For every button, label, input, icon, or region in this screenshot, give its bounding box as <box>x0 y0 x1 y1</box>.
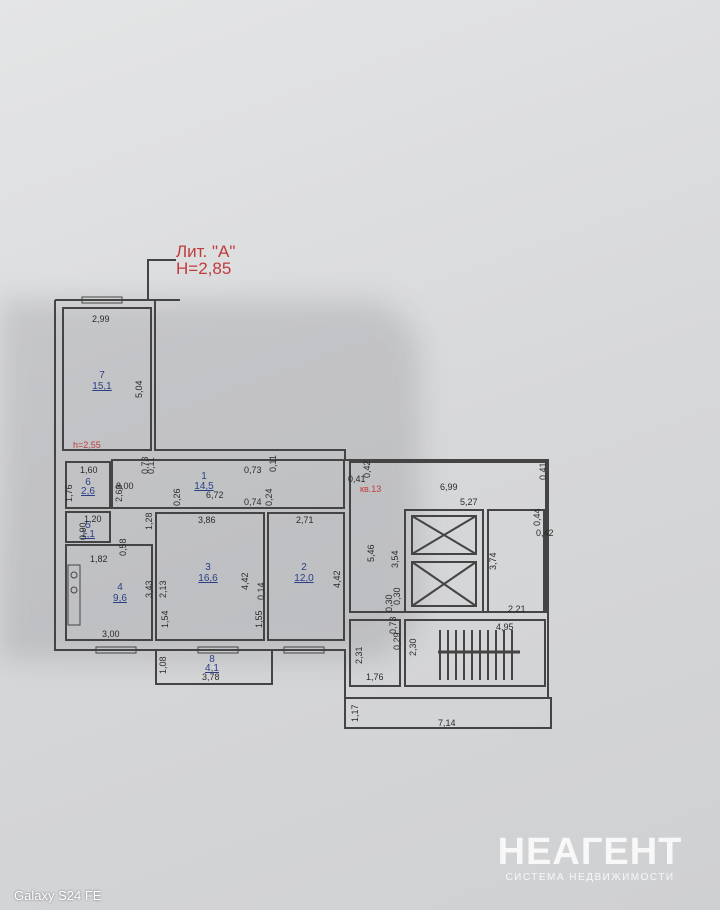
room-1-number: 1 <box>201 471 207 482</box>
dim-label: 0,44 <box>532 508 542 526</box>
room-5-number: 5 <box>85 520 91 531</box>
room-7-number: 7 <box>99 370 105 381</box>
room-2-number: 2 <box>301 562 307 573</box>
dim-label: 0,90 <box>78 522 88 540</box>
landing-outline <box>344 697 552 729</box>
stairwell-outline <box>404 619 546 687</box>
watermark-tagline: СИСТЕМА НЕДВИЖИМОСТИ <box>505 872 675 883</box>
dim-label: 3,00 <box>102 629 120 639</box>
dim-label: 2,21 <box>508 604 526 614</box>
dim-label: 0,29 <box>392 632 402 650</box>
room-5-outline <box>65 511 111 543</box>
room-1-outline <box>111 459 345 509</box>
dim-label: 4,95 <box>496 622 514 632</box>
dim-label: 2,71 <box>296 515 314 525</box>
dim-label: 1,76 <box>64 484 74 502</box>
dim-label: 0,24 <box>264 488 274 506</box>
room-7-area: 15,1 <box>92 381 112 392</box>
dim-label: 1,54 <box>160 610 170 628</box>
dim-label: 0,26 <box>172 488 182 506</box>
dim-label: 0,30 <box>392 587 402 605</box>
room-3-outline <box>155 512 265 641</box>
vestibule-outline <box>349 619 401 687</box>
dim-label: 3,54 <box>390 550 400 568</box>
room-2-outline <box>267 512 345 641</box>
apartment-label: кв.13 <box>360 484 382 494</box>
dim-label: 2,30 <box>408 638 418 656</box>
lit-label: Лит. "А" Н=2,85 <box>176 243 235 277</box>
dim-label: 4,42 <box>332 570 342 588</box>
dim-label: 8,00 <box>116 481 134 491</box>
dim-label: 0,42 <box>536 528 554 538</box>
dim-label: 0,73 <box>388 616 398 634</box>
room-4-outline <box>65 544 153 641</box>
room-4-area: 9,6 <box>113 593 127 604</box>
device-label: Galaxy S24 FE <box>14 888 102 903</box>
lit-name: Лит. "А" <box>176 242 236 261</box>
dim-label: 0,11 <box>268 455 278 472</box>
room-2-area: 12,0 <box>294 573 314 584</box>
dim-label: 2,31 <box>354 646 364 664</box>
dim-label: 3,86 <box>198 515 216 525</box>
dim-label: 5,04 <box>134 380 144 398</box>
dim-label: 2,13 <box>158 580 168 598</box>
dim-label: 4,42 <box>240 572 250 590</box>
dim-label: 0,41 <box>538 462 548 480</box>
dim-label: 1,82 <box>90 554 108 564</box>
room-7-outline <box>62 307 152 451</box>
room-4-number: 4 <box>117 582 123 593</box>
watermark-brand: НЕАГЕНТ <box>497 831 683 873</box>
dim-label: 3,78 <box>202 672 220 682</box>
dim-label: 1,76 <box>366 672 384 682</box>
dim-label: 0,41 <box>348 474 366 484</box>
dim-label: 0,14 <box>256 582 266 600</box>
watermark-logo: НЕАГЕНТ СИСТЕМА НЕДВИЖИМОСТИ <box>490 832 690 892</box>
dim-label: 0,58 <box>118 538 128 556</box>
room-6-outline <box>65 461 111 509</box>
room-8-number: 8 <box>209 654 215 665</box>
outer-wall <box>54 299 549 699</box>
dim-label: 5,46 <box>366 544 376 562</box>
dim-label: 1,08 <box>158 656 168 674</box>
room-3-area: 16,6 <box>198 573 218 584</box>
room-height-label: h=2,55 <box>73 440 101 450</box>
dim-label: 5,27 <box>460 497 478 507</box>
lit-height: Н=2,85 <box>176 259 232 278</box>
dim-label: 0,73 <box>244 465 262 475</box>
room-1-area: 14,5 <box>194 481 214 492</box>
dim-label: 6,72 <box>206 490 224 500</box>
dim-label: 1,17 <box>350 704 360 722</box>
lift-shaft-outline <box>404 509 484 613</box>
dim-label: 0,11 <box>146 457 156 474</box>
dim-label: 3,43 <box>144 580 154 598</box>
dim-label: 2,63 <box>114 484 124 502</box>
dim-label: 1,55 <box>254 610 264 628</box>
dim-label: 1,60 <box>80 465 98 475</box>
dim-label: 2,99 <box>92 314 110 324</box>
dim-label: 1,28 <box>144 512 154 530</box>
dim-label: 0,74 <box>244 497 262 507</box>
room-8-area: 4,1 <box>205 663 219 674</box>
room-6-area: 2,6 <box>81 486 95 497</box>
dim-label: 7,14 <box>438 718 456 728</box>
room-5-area: 1,1 <box>81 529 95 540</box>
dim-label: 6,99 <box>440 482 458 492</box>
dim-label: 3,74 <box>488 552 498 570</box>
room-6-number: 6 <box>85 477 91 488</box>
balcony-8-outline <box>155 649 273 685</box>
dim-label: 1,20 <box>84 514 102 524</box>
room-3-number: 3 <box>205 562 211 573</box>
